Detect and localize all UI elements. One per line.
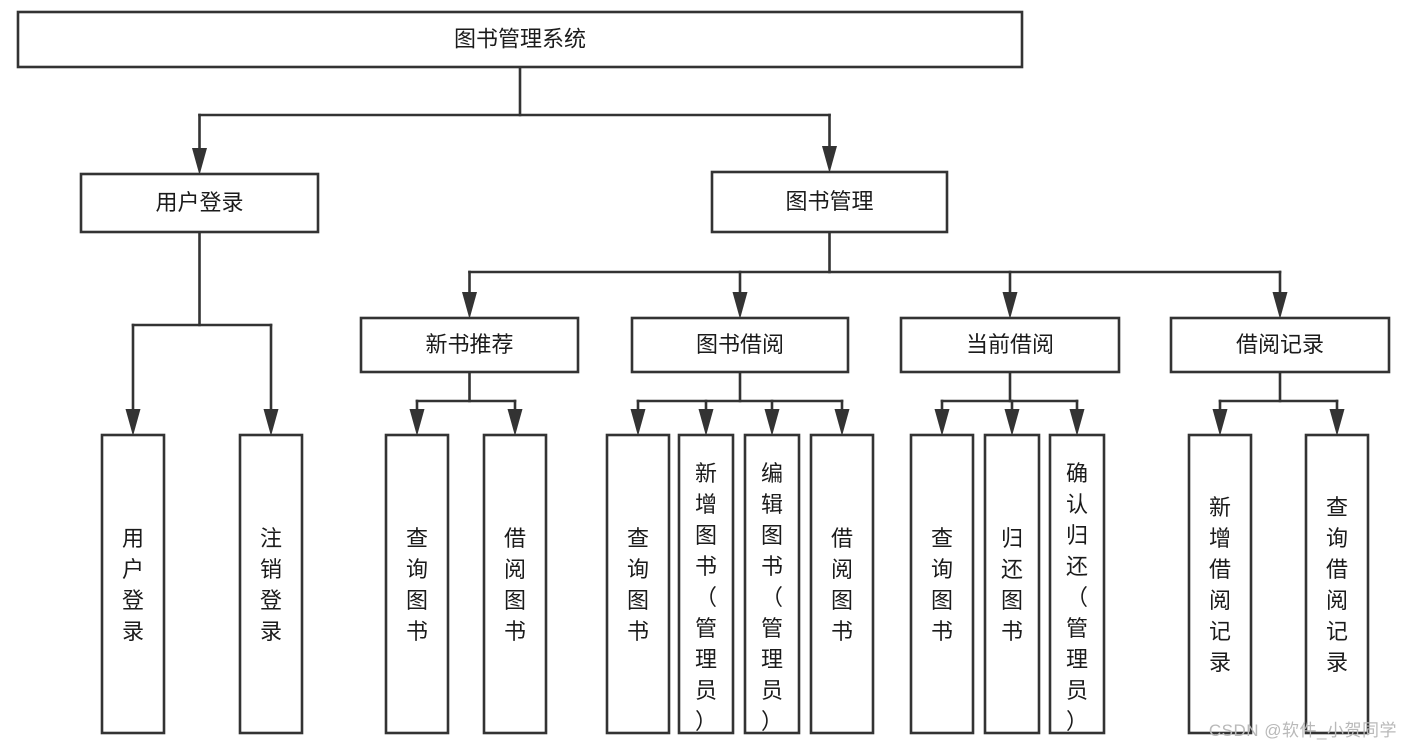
node-box[interactable] [743, 433, 801, 735]
arrow-head-icon [1069, 409, 1085, 436]
nodes-layer: 图书管理系统用户登录图书管理新书推荐图书借阅当前借阅借阅记录用户登录注销登录查询… [16, 10, 1391, 735]
edge-group-current-borrow [934, 370, 1085, 436]
edge-group-borrow-record [1212, 370, 1345, 436]
edge-group-new-book-recommend [409, 370, 523, 436]
arrow-head-icon [630, 409, 646, 436]
edge-group-book-manage [462, 230, 1288, 319]
node-box[interactable] [630, 316, 850, 374]
node-label: 借阅记录 [1236, 332, 1324, 357]
edge-group-user-login [125, 230, 279, 436]
arrow-head-icon [462, 292, 477, 319]
node-leaf-borrow-book-1[interactable]: 借阅图书 [482, 433, 548, 735]
node-box[interactable] [983, 433, 1041, 735]
node-box[interactable] [899, 316, 1121, 374]
node-label: 借阅图书 [504, 526, 526, 644]
node-leaf-query-book-2[interactable]: 查询图书 [605, 433, 671, 735]
node-book-manage[interactable]: 图书管理 [710, 170, 949, 234]
node-leaf-edit-book[interactable]: 编辑图书（管理员） [743, 433, 801, 735]
node-leaf-add-book[interactable]: 新增图书（管理员） [677, 433, 735, 735]
node-label: 借阅图书 [831, 526, 853, 644]
arrow-head-icon [764, 409, 780, 436]
node-box[interactable] [1304, 433, 1370, 735]
node-leaf-add-borrow-record[interactable]: 新增借阅记录 [1187, 433, 1253, 735]
edge-group-book-borrow [630, 370, 850, 436]
node-label: 查询图书 [931, 526, 953, 644]
arrow-head-icon [698, 409, 714, 436]
node-box[interactable] [1169, 316, 1391, 374]
node-book-borrow[interactable]: 图书借阅 [630, 316, 850, 374]
node-box[interactable] [482, 433, 548, 735]
node-box[interactable] [809, 433, 875, 735]
node-label: 确认归还（管理员） [1066, 461, 1088, 734]
node-label: 当前借阅 [966, 332, 1054, 357]
arrow-head-icon [1004, 409, 1020, 436]
node-box[interactable] [238, 433, 304, 735]
node-label: 图书管理系统 [454, 26, 586, 51]
arrow-head-icon [732, 292, 748, 319]
node-leaf-logout-login[interactable]: 注销登录 [238, 433, 304, 735]
node-leaf-borrow-book-2[interactable]: 借阅图书 [809, 433, 875, 735]
node-borrow-record[interactable]: 借阅记录 [1169, 316, 1391, 374]
edge-group-root [192, 65, 837, 175]
arrow-head-icon [409, 409, 425, 436]
node-box[interactable] [384, 433, 450, 735]
arrow-head-icon [125, 409, 141, 436]
node-box[interactable] [359, 316, 580, 374]
node-label: 图书管理 [785, 189, 873, 214]
node-leaf-return-book[interactable]: 归还图书 [983, 433, 1041, 735]
node-current-borrow[interactable]: 当前借阅 [899, 316, 1121, 374]
node-new-book-recommend[interactable]: 新书推荐 [359, 316, 580, 374]
node-leaf-user-login[interactable]: 用户登录 [100, 433, 166, 735]
node-leaf-confirm-return[interactable]: 确认归还（管理员） [1048, 433, 1106, 735]
arrow-head-icon [1272, 292, 1288, 319]
node-root[interactable]: 图书管理系统 [16, 10, 1024, 69]
node-box[interactable] [100, 433, 166, 735]
node-user-login[interactable]: 用户登录 [79, 172, 320, 234]
node-label: 新增借阅记录 [1209, 495, 1231, 675]
edges-layer [125, 65, 1345, 436]
arrow-head-icon [1002, 292, 1018, 319]
node-label: 查询图书 [627, 526, 649, 644]
node-label: 用户登录 [122, 526, 144, 644]
node-box[interactable] [605, 433, 671, 735]
node-box[interactable] [1187, 433, 1253, 735]
arrow-head-icon [834, 409, 850, 436]
node-label: 用户登录 [155, 190, 243, 215]
node-label: 新书推荐 [425, 332, 513, 357]
node-box[interactable] [1048, 433, 1106, 735]
node-label: 编辑图书（管理员） [761, 461, 783, 734]
node-box[interactable] [677, 433, 735, 735]
node-box[interactable] [79, 172, 320, 234]
node-label: 查询图书 [406, 526, 428, 644]
node-box[interactable] [16, 10, 1024, 69]
arrow-head-icon [1329, 409, 1345, 436]
arrow-head-icon [507, 409, 523, 436]
node-leaf-query-borrow-record[interactable]: 查询借阅记录 [1304, 433, 1370, 735]
node-label: 归还图书 [1001, 526, 1023, 644]
arrow-head-icon [1212, 409, 1228, 436]
node-box[interactable] [909, 433, 975, 735]
node-leaf-query-book-1[interactable]: 查询图书 [384, 433, 450, 735]
arrow-head-icon [192, 148, 207, 175]
arrow-head-icon [263, 409, 279, 436]
arrow-head-icon [934, 409, 950, 436]
node-box[interactable] [710, 170, 949, 234]
arrow-head-icon [822, 146, 837, 173]
node-label: 查询借阅记录 [1326, 495, 1348, 675]
node-leaf-query-book-3[interactable]: 查询图书 [909, 433, 975, 735]
node-label: 图书借阅 [696, 332, 784, 357]
node-label: 新增图书（管理员） [695, 461, 717, 734]
node-label: 注销登录 [260, 526, 282, 644]
